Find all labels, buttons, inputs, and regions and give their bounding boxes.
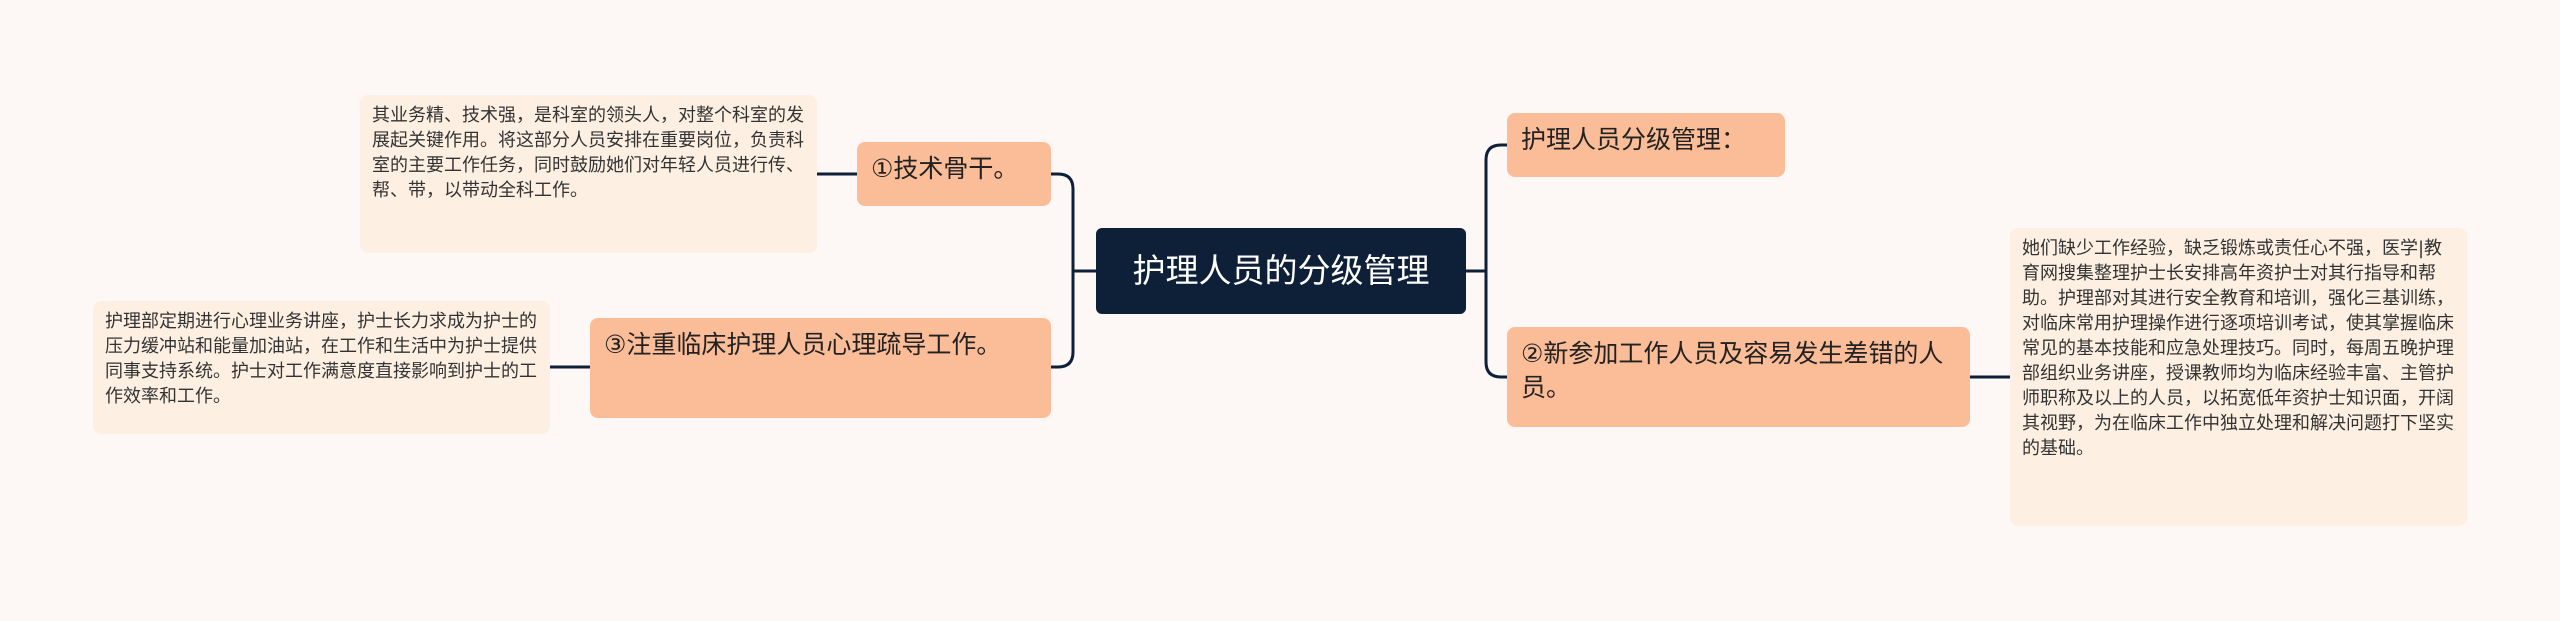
leaf-node-text: 她们缺少工作经验，缺乏锻炼或责任心不强，医学|教育网搜集整理护士长安排高年资护士… — [2022, 238, 2454, 459]
root-node-label: 护理人员的分级管理 — [1132, 251, 1430, 290]
leaf-node-text: 护理部定期进行心理业务讲座，护士长力求成为护士的压力缓冲站和能量加油站，在工作和… — [105, 311, 537, 407]
leaf-node-tech-backbone-detail[interactable]: 其业务精、技术强，是科室的领头人，对整个科室的发展起关键作用。将这部分人员安排在… — [360, 95, 817, 253]
branch-node-tech-backbone[interactable]: ①技术骨干。 — [857, 142, 1051, 206]
root-node[interactable]: 护理人员的分级管理 — [1096, 228, 1466, 314]
leaf-node-new-staff-detail[interactable]: 她们缺少工作经验，缺乏锻炼或责任心不强，医学|教育网搜集整理护士长安排高年资护士… — [2010, 228, 2467, 526]
connector-root-to-branch-2 — [1464, 143, 1509, 273]
branch-node-label: 护理人员分级管理： — [1521, 125, 1747, 154]
connector-root-to-branch-3 — [1049, 269, 1075, 369]
connector-root-to-branch-4 — [1484, 269, 1509, 379]
branch-node-grading-management[interactable]: 护理人员分级管理： — [1507, 113, 1785, 177]
branch-node-label: ②新参加工作人员及容易发生差错的人员。 — [1521, 339, 1944, 402]
branch-node-psychological-counseling[interactable]: ③注重临床护理人员心理疏导工作。 — [590, 318, 1051, 418]
leaf-node-counseling-detail[interactable]: 护理部定期进行心理业务讲座，护士长力求成为护士的压力缓冲站和能量加油站，在工作和… — [93, 301, 550, 434]
connector-root-to-branch-1 — [1049, 172, 1098, 273]
branch-node-label: ①技术骨干。 — [871, 154, 1019, 183]
leaf-node-text: 其业务精、技术强，是科室的领头人，对整个科室的发展起关键作用。将这部分人员安排在… — [372, 105, 804, 201]
branch-node-new-staff[interactable]: ②新参加工作人员及容易发生差错的人员。 — [1507, 327, 1970, 427]
branch-node-label: ③注重临床护理人员心理疏导工作。 — [604, 330, 1002, 359]
